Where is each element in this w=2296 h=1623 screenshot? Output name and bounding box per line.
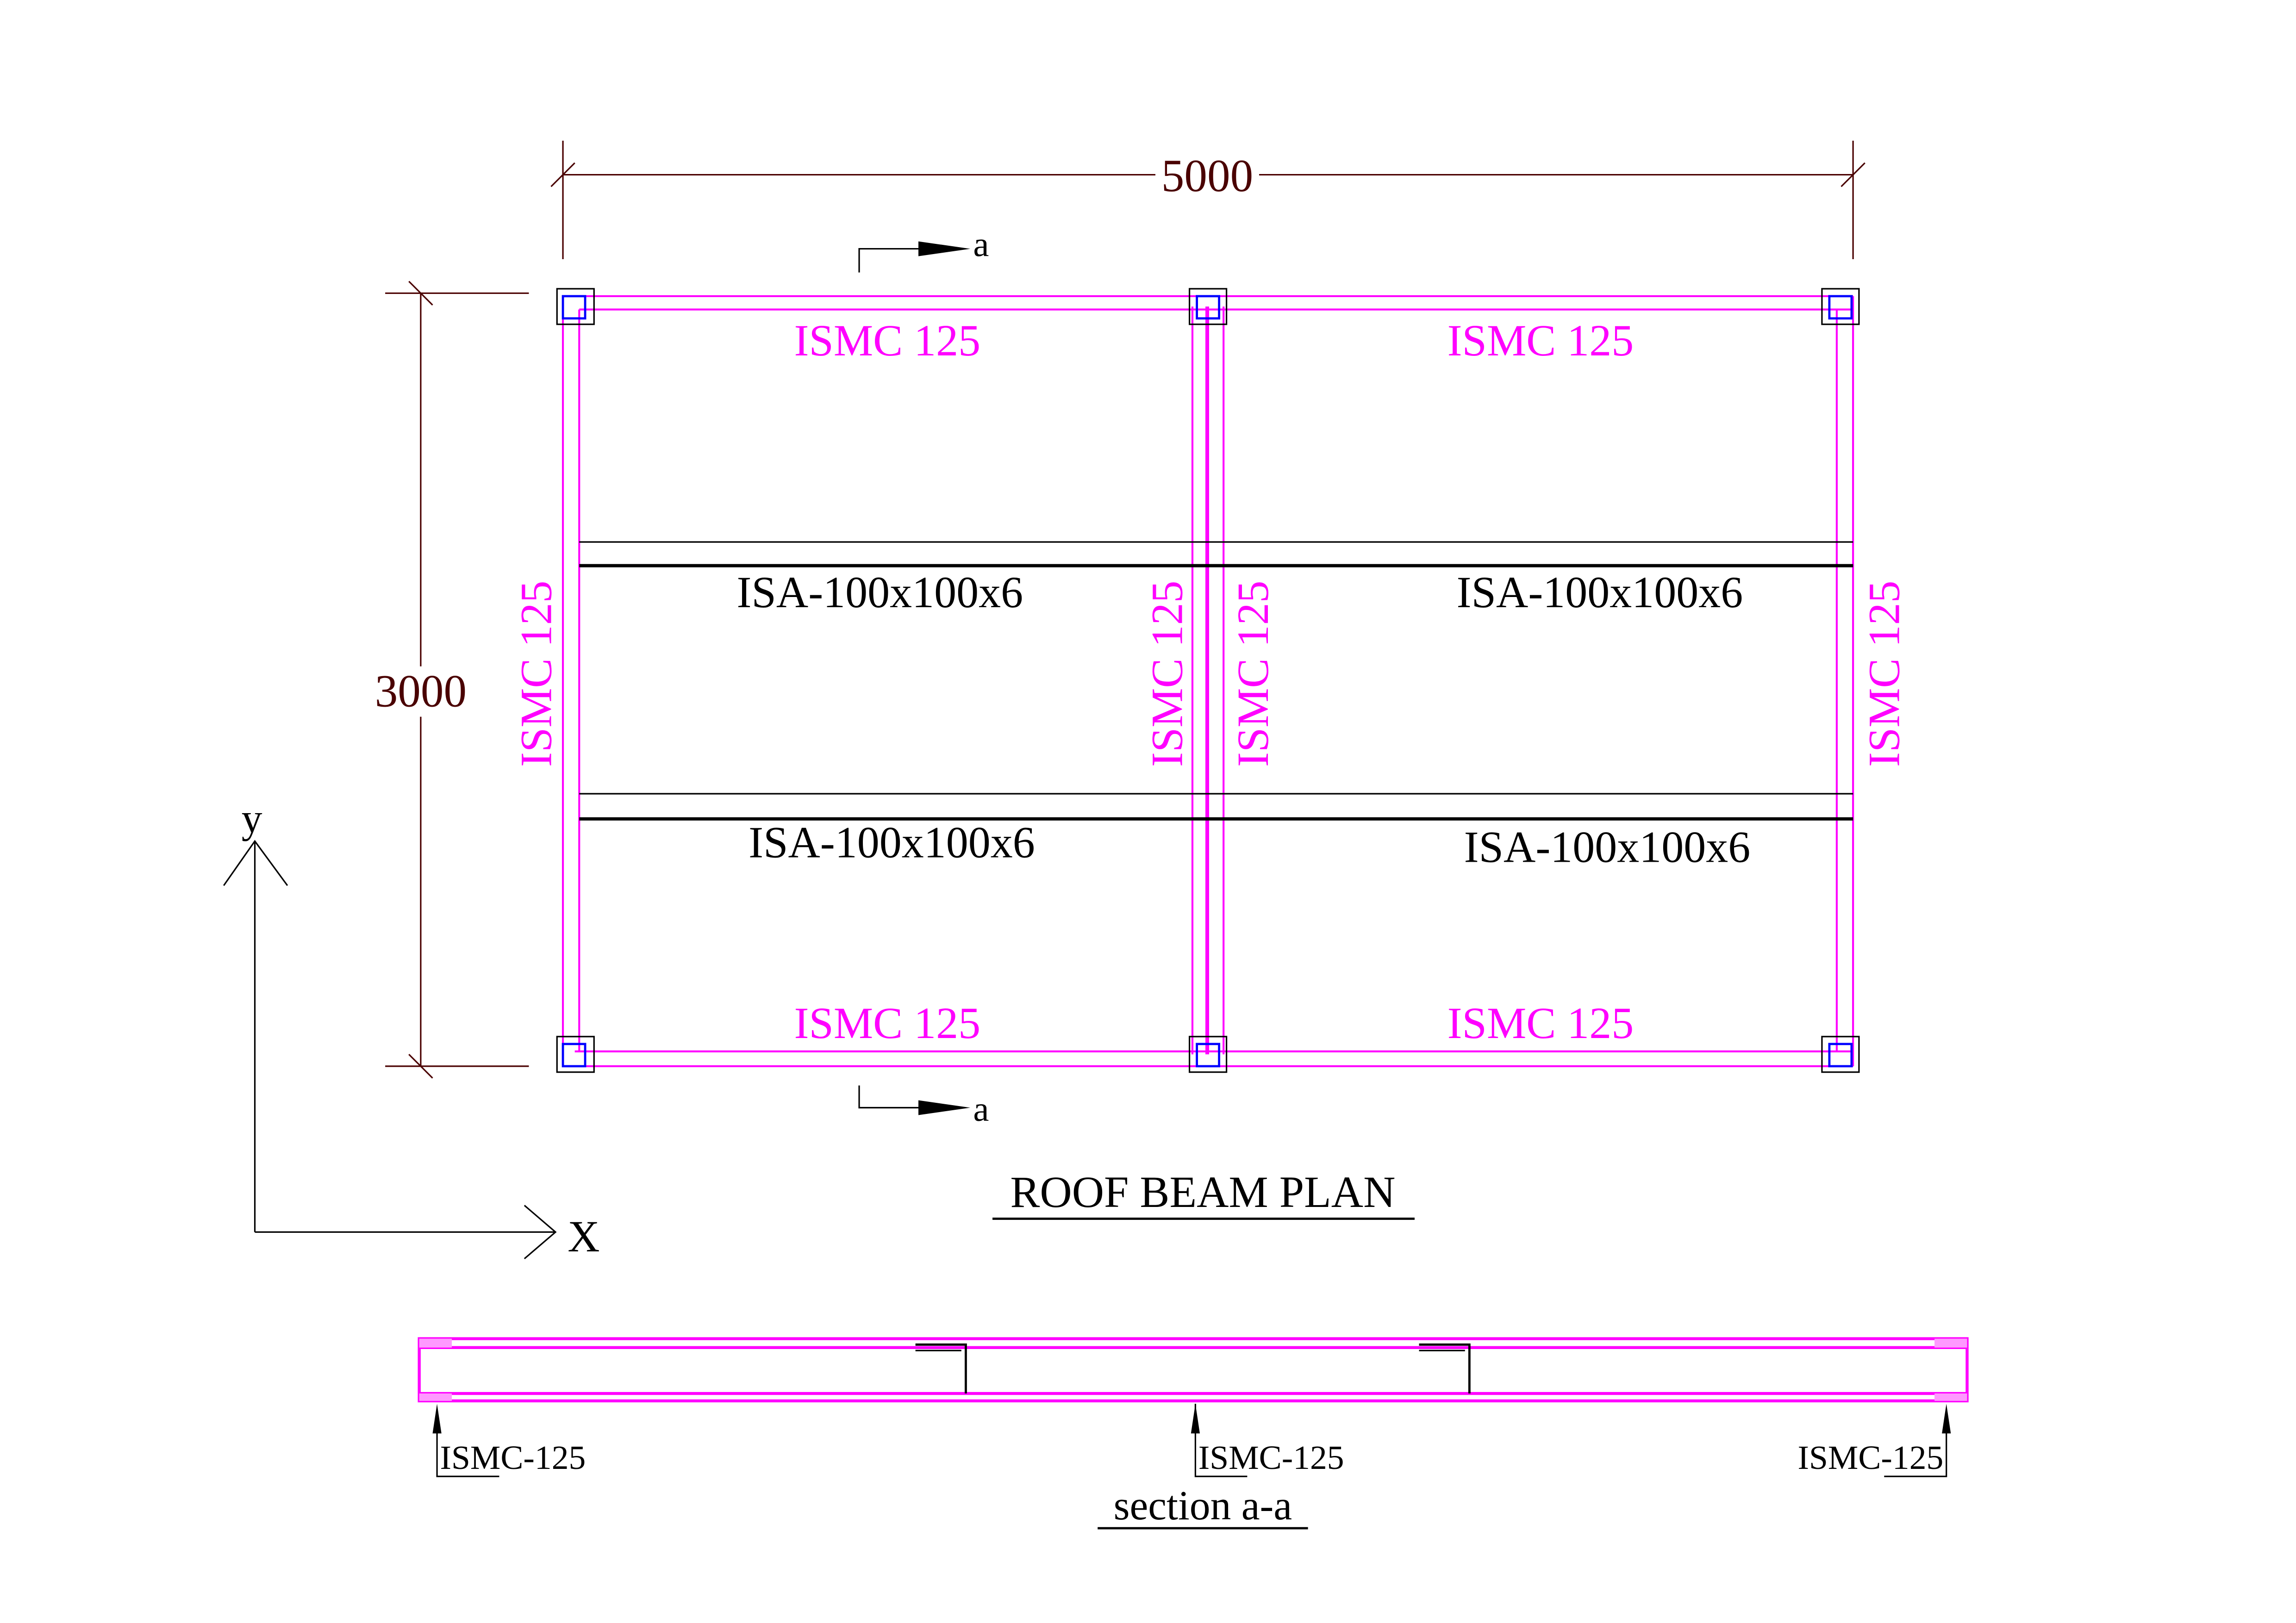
columns [556, 288, 1860, 1073]
svg-text:a: a [973, 1089, 989, 1129]
plan-title: ROOF BEAM PLAN [1010, 1167, 1395, 1217]
beams [562, 295, 1854, 1067]
column [1821, 1036, 1860, 1073]
column [1188, 288, 1228, 325]
beam-label: ISMC 125 [794, 316, 980, 365]
beam-label: ISMC 125 [1142, 581, 1192, 767]
beam-label: ISMC 125 [1447, 998, 1634, 1048]
angle-members [579, 541, 1853, 821]
column [556, 1036, 595, 1073]
y-axis-label: y [242, 796, 262, 841]
dimension-x-label: 5000 [1161, 151, 1253, 201]
section-view: ISMC-125 ISMC-125 ISMC-125 section a-a [418, 1337, 1969, 1530]
column [1821, 288, 1860, 325]
beam-label: ISMC 125 [1228, 581, 1278, 767]
beam-label: ISMC 125 [1447, 316, 1634, 365]
section-label: ISMC-125 [440, 1438, 586, 1476]
dimension-x: 5000 [550, 140, 1866, 259]
column [556, 288, 595, 325]
beam-label: ISMC 125 [794, 998, 980, 1048]
section-marker-top: a [858, 225, 989, 273]
angle-label: ISA-100x100x6 [1464, 822, 1751, 871]
axis-indicator: y X [223, 796, 600, 1261]
beam-label: ISMC 125 [511, 581, 561, 767]
section-marker-bottom: a [858, 1085, 989, 1129]
angle-label: ISA-100x100x6 [737, 567, 1023, 617]
angle-label: ISA-100x100x6 [1457, 567, 1743, 617]
svg-text:a: a [973, 225, 989, 264]
beam-label: ISMC 125 [1859, 581, 1909, 767]
dimension-y: 3000 [367, 280, 529, 1079]
section-label: ISMC-125 [1198, 1438, 1344, 1476]
dimension-y-label: 3000 [375, 666, 467, 716]
angle-label: ISA-100x100x6 [749, 818, 1035, 867]
x-axis-label: X [568, 1212, 599, 1261]
section-title: section a-a [1114, 1483, 1292, 1529]
column [1188, 1036, 1228, 1073]
section-label: ISMC-125 [1798, 1438, 1944, 1476]
